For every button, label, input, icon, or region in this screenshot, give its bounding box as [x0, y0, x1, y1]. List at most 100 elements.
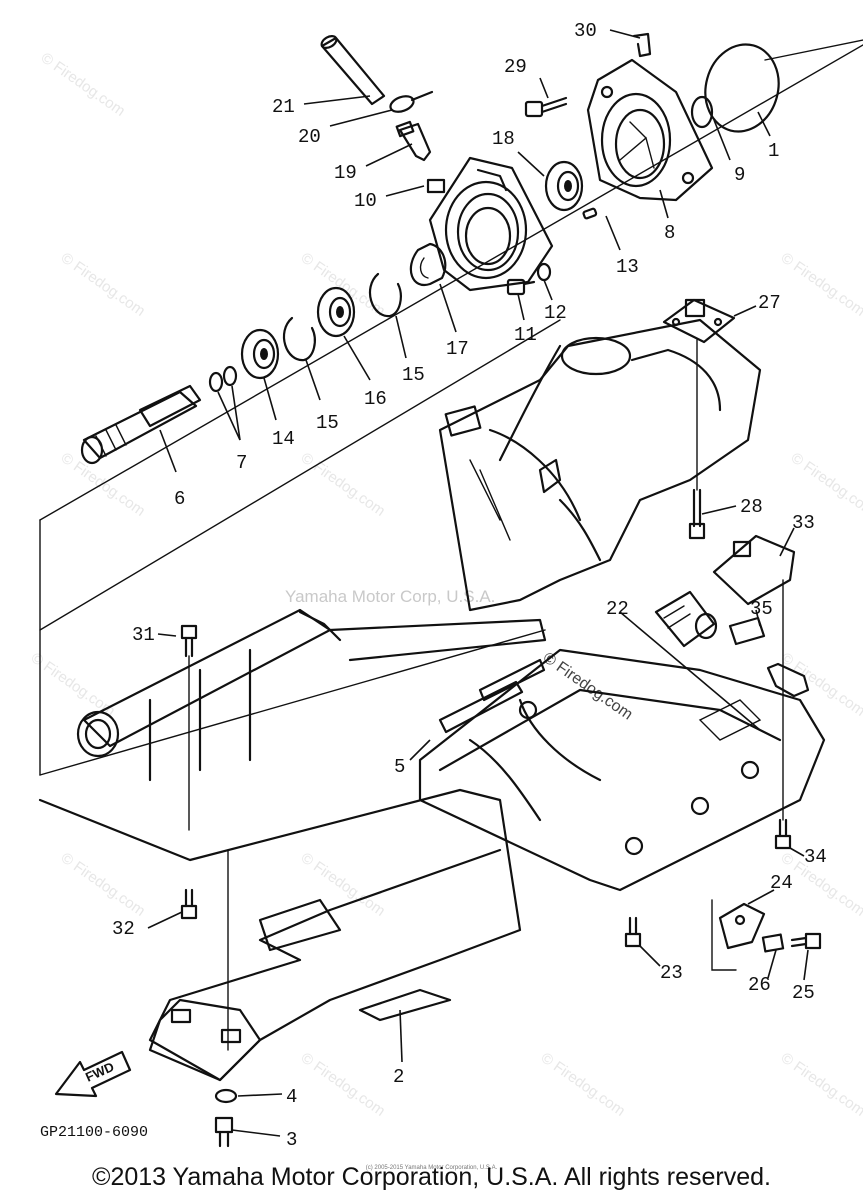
watermark: © Firedog.com [778, 649, 863, 719]
callout-21: 21 [272, 96, 295, 118]
part-cap-plate [662, 298, 736, 344]
callout-4: 4 [286, 1086, 297, 1108]
callout-35: 35 [750, 598, 773, 620]
callout-15: 15 [402, 364, 425, 386]
part-connector [766, 662, 810, 698]
part-bolt-23 [624, 916, 642, 948]
part-o-ring-small [690, 95, 714, 129]
callout-29: 29 [504, 56, 527, 78]
part-bracket-33 [712, 534, 796, 606]
part-intake-duct [438, 318, 762, 612]
callout-2: 2 [393, 1066, 404, 1088]
callout-34: 34 [804, 846, 827, 868]
watermark: © Firedog.com [38, 49, 129, 119]
callout-32: 32 [112, 918, 135, 940]
part-anode [718, 902, 766, 950]
part-housing-plate [586, 58, 714, 202]
part-circlip-b [282, 316, 316, 362]
callout-22: 22 [606, 598, 629, 620]
watermark: © Firedog.com [298, 449, 389, 519]
copyright-footer: ©2013 Yamaha Motor Corporation, U.S.A. A… [92, 1163, 771, 1191]
watermark: © Firedog.com [58, 449, 149, 519]
callout-13: 13 [616, 256, 639, 278]
part-bolt-34 [774, 818, 792, 850]
part-retaining-clip [409, 242, 447, 287]
part-tube-assembly [76, 608, 547, 782]
callout-15: 15 [316, 412, 339, 434]
part-bearing-16 [316, 286, 356, 338]
part-bolt-31 [180, 624, 198, 658]
watermark: © Firedog.com [538, 1049, 629, 1119]
center-watermark: © Firedog.com [540, 649, 636, 723]
site-watermarks: © Firedog.com © Firedog.com © Firedog.co… [28, 49, 863, 1119]
part-hose [320, 35, 386, 106]
parts-diagram: © Firedog.com © Firedog.com © Firedog.co… [28, 20, 863, 1151]
part-o-ring-large [704, 43, 780, 133]
callout-1: 1 [768, 140, 779, 162]
callout-25: 25 [792, 982, 815, 1004]
watermark: © Firedog.com [298, 849, 389, 919]
watermark: © Firedog.com [58, 249, 149, 319]
part-o-rings-7 [208, 365, 238, 393]
callout-24: 24 [770, 872, 793, 894]
watermark: © Firedog.com [778, 249, 863, 319]
callout-28: 28 [740, 496, 763, 518]
part-shaft [80, 384, 202, 465]
callout-30: 30 [574, 20, 597, 42]
part-sensor [654, 590, 718, 648]
callout-19: 19 [334, 162, 357, 184]
part-hull-pan [38, 788, 522, 1082]
part-washer-4 [214, 1088, 238, 1104]
footer-small-notice: (c) 2005-2015 Yamaha Motor Corporation, … [365, 1165, 498, 1171]
part-circlip-a [368, 272, 402, 318]
part-bearing-18 [544, 160, 584, 212]
callout-10: 10 [354, 190, 377, 212]
callout-3: 3 [286, 1129, 297, 1151]
callout-6: 6 [174, 488, 185, 510]
callout-8: 8 [664, 222, 675, 244]
diagram-code: GP21100-6090 [40, 1124, 148, 1141]
callout-16: 16 [364, 388, 387, 410]
part-fitting [395, 120, 432, 162]
callout-33: 33 [792, 512, 815, 534]
part-cylinder [728, 616, 766, 646]
part-spacers [438, 658, 546, 734]
callout-26: 26 [748, 974, 771, 996]
part-bolt-25 [790, 932, 822, 950]
exploded-view-frame [39, 39, 863, 776]
part-clip [632, 32, 652, 58]
watermark: © Firedog.com [298, 1049, 389, 1119]
callout-20: 20 [298, 126, 321, 148]
part-washer-12 [536, 262, 552, 282]
part-bolt-32 [180, 888, 198, 920]
callout-9: 9 [734, 164, 745, 186]
callout-11: 11 [514, 324, 537, 346]
part-bearing-housing [426, 156, 554, 292]
callouts: 1 2 3 4 5 6 7 8 9 10 11 12 13 14 15 15 1… [112, 20, 827, 1151]
maker-watermark: Yamaha Motor Corp, U.S.A. [285, 587, 495, 606]
watermark: © Firedog.com [778, 1049, 863, 1119]
part-ride-bracket [418, 648, 826, 892]
part-24-guide [711, 899, 737, 971]
part-plate-26 [761, 933, 785, 953]
callout-14: 14 [272, 428, 295, 450]
callout-23: 23 [660, 962, 683, 984]
callout-27: 27 [758, 292, 781, 314]
watermark: © Firedog.com [58, 849, 149, 919]
callout-7: 7 [236, 452, 247, 474]
part-bearing-14 [240, 328, 280, 380]
fwd-arrow-icon: FWD [54, 1050, 132, 1098]
part-bolt-3 [214, 1116, 234, 1148]
part-hose-clamp [389, 90, 434, 113]
leader-lines [147, 29, 809, 1137]
watermark: © Firedog.com [788, 449, 863, 519]
part-bolt-28 [688, 488, 706, 540]
callout-18: 18 [492, 128, 515, 150]
callout-5: 5 [394, 756, 405, 778]
callout-12: 12 [544, 302, 567, 324]
part-bolt-29 [524, 96, 568, 118]
part-dowel-pin [582, 207, 598, 220]
part-bolt-11 [506, 278, 536, 296]
callout-31: 31 [132, 624, 155, 646]
fwd-label: FWD [83, 1059, 116, 1085]
